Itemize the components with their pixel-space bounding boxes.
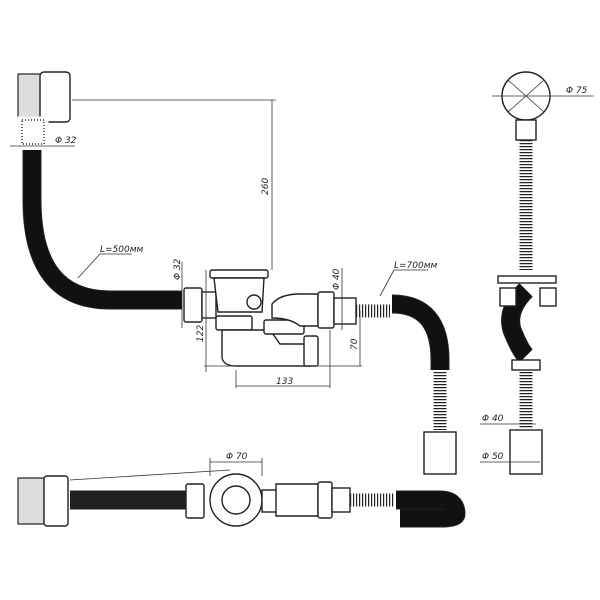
overflow-cap-top	[43, 475, 69, 527]
top-left-nut	[185, 483, 205, 519]
trap-body	[221, 329, 311, 367]
side-view: Φ 75 Φ 40 Φ 50	[480, 71, 594, 475]
left-adapter	[201, 291, 217, 319]
dim-260: 260	[261, 178, 271, 195]
dim-l700: L=700мм	[394, 261, 438, 271]
dim-d70: Φ 70	[226, 452, 248, 462]
dim-133: 133	[276, 377, 293, 387]
side-outlet-sleeve	[509, 429, 543, 475]
side-trap	[511, 359, 541, 371]
drain-flange-side	[497, 275, 557, 284]
overflow-corrugation	[21, 119, 45, 145]
outlet-sleeve	[423, 431, 457, 475]
dim-side-d40: Φ 40	[482, 414, 504, 424]
dim-l500: L=500мм	[100, 245, 144, 255]
side-nut-right	[539, 287, 557, 307]
dim-d40: Φ 40	[332, 268, 342, 290]
dim-70: 70	[350, 338, 360, 350]
overflow-neck-side	[515, 119, 537, 141]
front-view: 260 Φ 32 L=500мм Φ 32 122 133 Φ 40 70 L=…	[10, 71, 457, 475]
top-view: Φ 70	[17, 452, 466, 528]
side-nut-left	[499, 287, 517, 307]
dim-side-d50: Φ 50	[482, 452, 504, 462]
dim-122: 122	[196, 325, 206, 342]
overflow-head-top	[17, 477, 45, 525]
top-elbow	[275, 483, 319, 517]
dim-d75: Φ 75	[566, 86, 588, 96]
overflow-head	[17, 73, 43, 121]
trap-cleanout	[303, 335, 319, 367]
drain-nut	[215, 315, 253, 331]
dim-overflow-d32: Φ 32	[55, 136, 77, 146]
outlet-pipe	[333, 297, 357, 325]
drain-flange	[209, 269, 269, 279]
left-nut	[183, 287, 203, 323]
overflow-cap	[39, 71, 71, 123]
outlet-nut	[317, 291, 335, 329]
top-outlet-pipe	[331, 487, 351, 513]
trap-nut	[263, 319, 305, 335]
dim-outlet-d32: Φ 32	[173, 258, 183, 280]
drain-screw	[246, 294, 262, 310]
top-outlet-nut	[317, 481, 333, 519]
